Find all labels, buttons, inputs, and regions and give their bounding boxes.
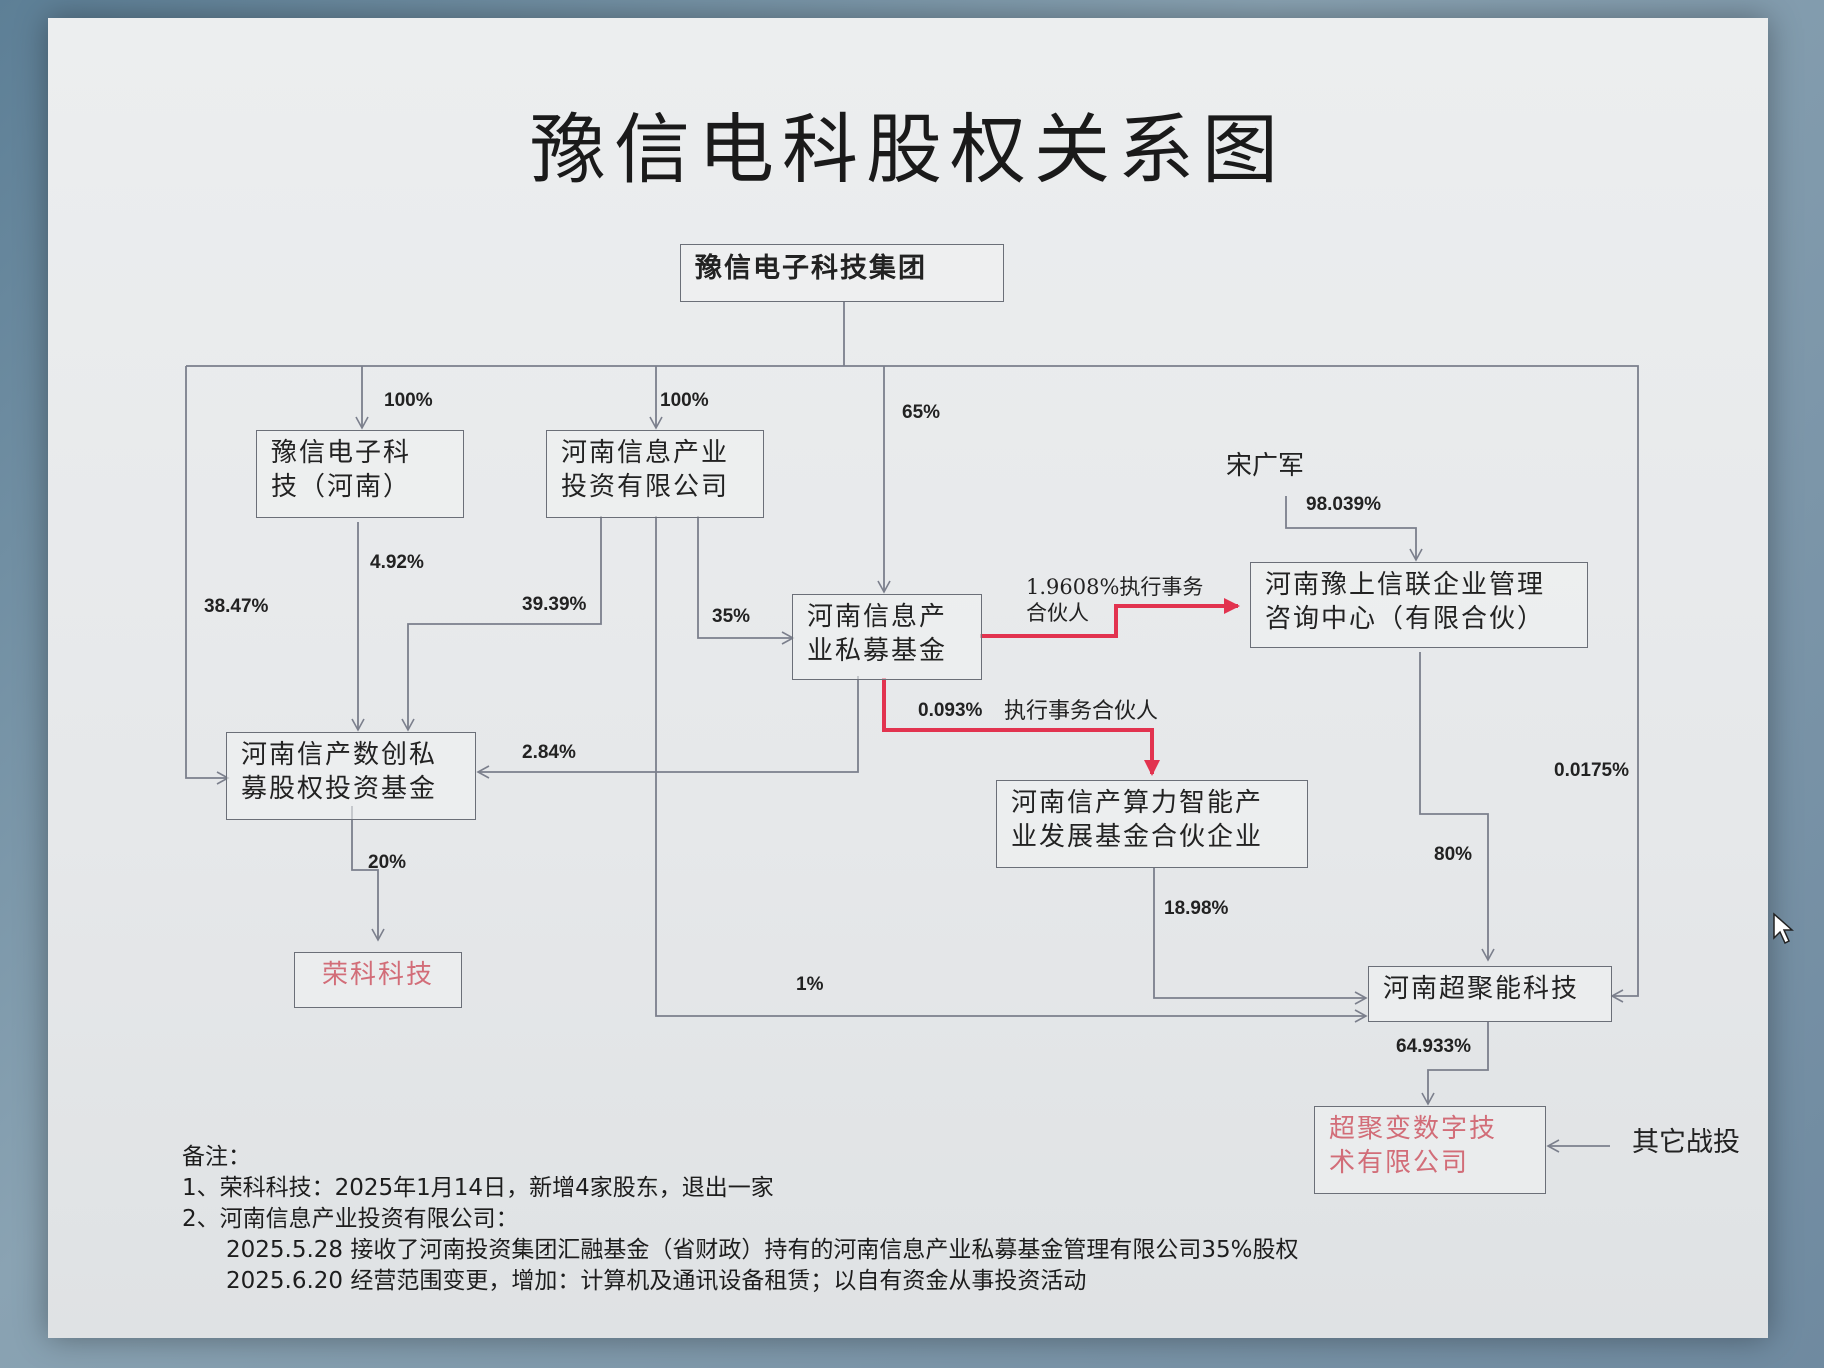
pct-group-chaojuneng: 0.0175%	[1554, 760, 1630, 781]
page-title: 豫信电科股权关系图	[530, 105, 1286, 194]
node-chaojubian-line2: 术有限公司	[1329, 1147, 1470, 1178]
node-rongke: 荣科科技	[294, 952, 462, 1008]
line-group-top-bar	[186, 365, 1639, 1003]
node-yushang: 河南豫上信联企业管理 咨询中心（有限合伙）	[1250, 562, 1588, 648]
node-yuxin-henan: 豫信电子科 技（河南）	[256, 430, 464, 518]
node-chaojuneng-label: 河南超聚能科技	[1383, 974, 1580, 1004]
pct-yushang-chaojuneng: 80%	[1434, 844, 1473, 865]
node-yushang-line1: 河南豫上信联企业管理	[1265, 570, 1546, 600]
pct-song-yushang: 98.039%	[1306, 494, 1382, 515]
node-private-fund-line1: 河南信息产	[807, 602, 948, 632]
pct-group-info-invest: 100%	[660, 390, 709, 411]
line-privatefund-shuchuang	[476, 676, 859, 779]
node-other-investors: 其它战投	[1632, 1127, 1740, 1158]
line-chaojuneng-chaojubian	[1421, 1022, 1489, 1106]
node-chaojubian-line1: 超聚变数字技	[1329, 1114, 1498, 1144]
pct-henan-tech-shuchuang: 4.92%	[370, 552, 424, 573]
line-group-shuchuang	[185, 366, 230, 785]
node-shuchuang-fund-line2: 募股权投资基金	[241, 773, 438, 804]
notes-line3: 2025.5.28 接收了河南投资集团汇融基金（省财政）持有的河南信息产业私募基…	[226, 1237, 1299, 1263]
node-chaojuneng: 河南超聚能科技	[1368, 966, 1612, 1022]
node-yushang-line2: 咨询中心（有限合伙）	[1265, 603, 1546, 634]
node-shuchuang-fund-line1: 河南信产数创私	[241, 740, 438, 770]
line-yushang-chaojuneng	[1419, 652, 1495, 962]
node-yuxin-group-label: 豫信电子科技集团	[695, 253, 927, 284]
pct-suanli-chaojuneng: 18.98%	[1164, 898, 1229, 919]
line-info-shuchuang	[401, 516, 602, 732]
line-song-yushang	[1285, 496, 1423, 562]
slide: 豫信电科股权关系图 豫信电子科技集团 豫信电子科 技（河南） 河南信息产业 投资…	[48, 18, 1768, 1338]
node-info-invest-line1: 河南信息产业	[561, 438, 730, 468]
line-suanli-chaojuneng	[1153, 868, 1368, 1005]
label-gp-suanli: 执行事务合伙人	[1004, 699, 1159, 724]
node-suanli-fund-line1: 河南信产算力智能产	[1011, 788, 1264, 818]
pct-group-private-fund: 65%	[902, 402, 941, 423]
pct-chaojuneng-chaojubian: 64.933%	[1396, 1036, 1472, 1057]
pct-group-henan-tech: 100%	[384, 390, 433, 411]
node-song: 宋广军	[1226, 451, 1305, 481]
node-shuchuang-fund: 河南信产数创私 募股权投资基金	[226, 732, 476, 820]
node-private-fund-line2: 业私募基金	[807, 635, 948, 666]
line-info-chaojuneng	[655, 516, 1368, 1023]
node-yuxin-group: 豫信电子科技集团	[680, 244, 1004, 302]
notes-line4: 2025.6.20 经营范围变更，增加：计算机及通讯设备租赁；以自有资金从事投资…	[226, 1268, 1087, 1294]
node-info-invest: 河南信息产业 投资有限公司	[546, 430, 764, 518]
connector-lines	[185, 302, 1639, 1153]
node-suanli-fund: 河南信产算力智能产 业发展基金合伙企业	[996, 780, 1308, 868]
node-suanli-fund-line2: 业发展基金合伙企业	[1011, 821, 1264, 852]
line-gp-suanli	[882, 678, 1160, 776]
line-gp-yushang	[980, 598, 1240, 638]
pct-info-chaojuneng: 1%	[796, 974, 824, 995]
node-yuxin-henan-line2: 技（河南）	[271, 471, 412, 502]
pct-privatefund-shuchuang: 2.84%	[522, 742, 576, 763]
node-private-fund: 河南信息产 业私募基金	[792, 594, 982, 680]
line-shuchuang-rongke	[351, 806, 385, 942]
node-chaojubian: 超聚变数字技 术有限公司	[1314, 1106, 1546, 1194]
node-info-invest-line2: 投资有限公司	[561, 471, 730, 502]
pct-shuchuang-rongke: 20%	[368, 852, 407, 873]
notes-line2: 2、河南信息产业投资有限公司：	[182, 1206, 519, 1232]
pct-info-shuchuang: 39.39%	[522, 594, 587, 615]
notes: 备注： 1、荣科科技：2025年1月14日，新增4家股东，退出一家 2、河南信息…	[182, 1142, 1299, 1297]
pct-privatefund-suanli: 0.093%	[918, 700, 983, 721]
label-gp-yushang: 1.9608%执行事务 合伙人	[1026, 574, 1203, 627]
notes-heading: 备注：	[182, 1144, 251, 1170]
mouse-cursor-icon	[1773, 912, 1794, 945]
label-gp-yushang-line1: 1.9608%执行事务	[1026, 575, 1204, 599]
notes-line1: 1、荣科科技：2025年1月14日，新增4家股东，退出一家	[182, 1175, 774, 1201]
pct-info-privatefund: 35%	[712, 606, 751, 627]
node-yuxin-henan-line1: 豫信电子科	[271, 438, 412, 468]
label-gp-yushang-line2: 合伙人	[1026, 601, 1089, 626]
line-info-privatefund	[697, 516, 795, 645]
pct-group-shuchuang: 38.47%	[204, 596, 269, 617]
node-rongke-label: 荣科科技	[321, 960, 434, 990]
